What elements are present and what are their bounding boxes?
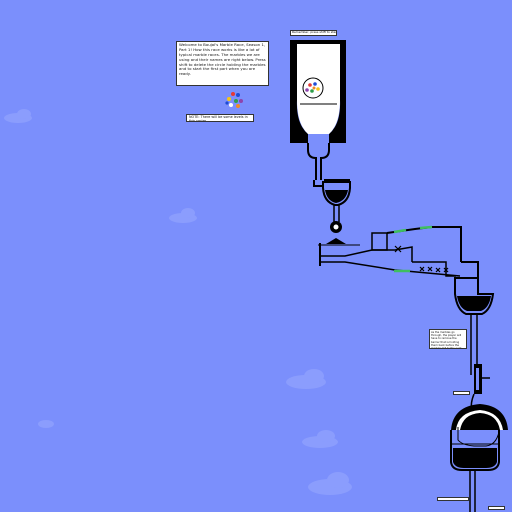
cloud: [169, 208, 197, 223]
upper-chute: [307, 143, 350, 187]
x-mark-icon: [394, 245, 449, 273]
bowl-funnel: [322, 181, 351, 222]
spinner-wheel: [330, 221, 342, 233]
lower-dome: [450, 404, 508, 512]
marble-holder-circle[interactable]: [302, 77, 324, 99]
green-bumpers: [393, 225, 433, 273]
label-tag: [437, 497, 469, 501]
ramp-platform: [318, 238, 360, 246]
label-tag: [488, 506, 505, 510]
start-reminder-note: Remember, press shift to start!: [290, 30, 337, 36]
cloud: [286, 369, 326, 389]
cloud: [4, 109, 32, 123]
barrier-instructions-note: As the marbles go through, the player wi…: [429, 329, 467, 349]
marbles-in-holder: [305, 82, 320, 93]
top-hopper: [290, 40, 346, 143]
cloud: [308, 472, 352, 495]
levels-note: NOTE: There will be some levels in this …: [186, 114, 254, 122]
intro-note: Welcome to Boujal's Marble Race, Season …: [176, 41, 269, 86]
label-tag: [453, 391, 470, 395]
marbles-cluster-icon: [225, 92, 243, 108]
lower-gate: [470, 364, 490, 411]
background-clouds: [4, 109, 352, 495]
cloud: [38, 420, 54, 428]
cloud: [302, 430, 338, 448]
right-bowl: [454, 277, 495, 375]
